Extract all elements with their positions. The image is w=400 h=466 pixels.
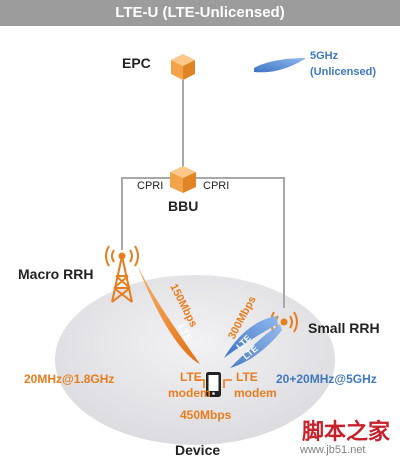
- cpri-right-link: [196, 177, 285, 308]
- small-rrh-label: Small RRH: [308, 320, 380, 336]
- right-modem-connector: [223, 379, 232, 388]
- watermark-cn: 脚本之家: [302, 419, 391, 445]
- cpri-right-label: CPRI: [203, 180, 230, 192]
- diagram-title: LTE-U (LTE-Unlicensed): [115, 4, 285, 21]
- epc-label: EPC: [122, 55, 151, 71]
- aggregate-rate-label: 450Mbps: [180, 408, 232, 422]
- macro-rrh-label: Macro RRH: [18, 266, 94, 282]
- watermark-url: www.jb51.net: [300, 444, 366, 456]
- small-lte-beam-lower: [230, 324, 282, 368]
- right-modem-line1: LTE: [236, 370, 258, 384]
- small-lte-beam-upper: [224, 316, 278, 358]
- title-bar: LTE-U (LTE-Unlicensed): [0, 0, 400, 26]
- bbu-label: BBU: [168, 198, 199, 214]
- device-label: Device: [175, 442, 221, 458]
- device-phone-icon: [206, 372, 221, 397]
- licensed-band-label: 20MHz@1.8GHz: [24, 372, 115, 386]
- left-modem-line2: modem: [168, 386, 211, 400]
- macro-rrh-tower-icon: [105, 245, 139, 303]
- legend-5ghz-icon: [254, 58, 306, 73]
- cpri-left-label: CPRI: [137, 180, 164, 192]
- epc-cube-icon: [171, 54, 195, 80]
- right-modem-line2: modem: [234, 386, 277, 400]
- bbu-cube-icon: [170, 166, 196, 193]
- cpri-left-link: [121, 177, 170, 250]
- left-modem-connector: [196, 379, 205, 388]
- legend-label-line1: 5GHz: [310, 50, 339, 62]
- unlicensed-band-label: 20+20MHz@5GHz: [276, 372, 377, 386]
- legend-label-line2: (Unlicensed): [310, 66, 377, 78]
- left-modem-line1: LTE: [180, 370, 202, 384]
